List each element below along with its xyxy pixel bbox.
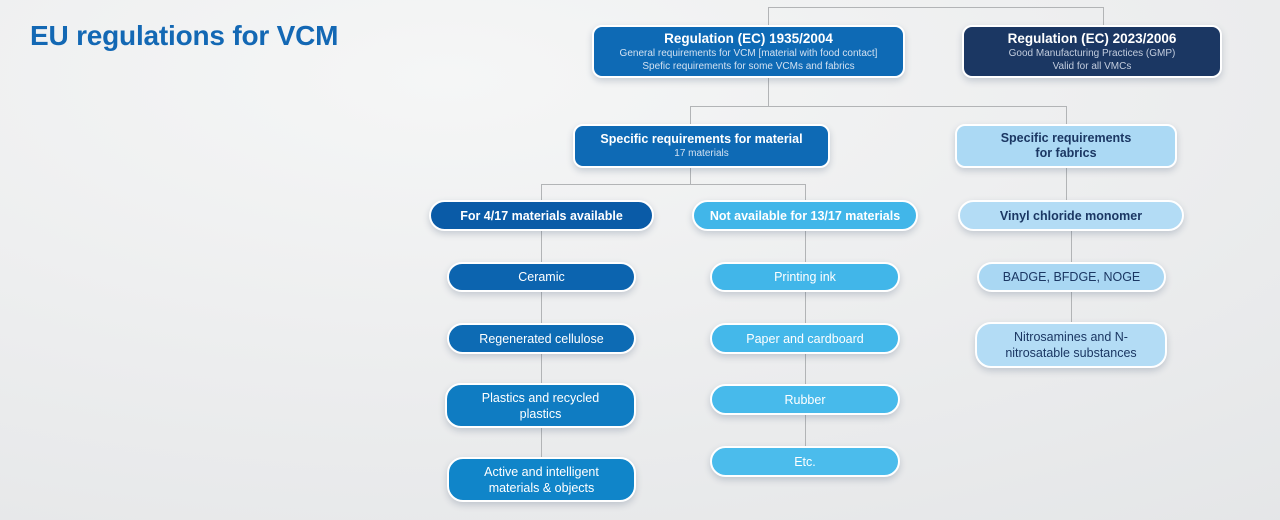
node-subtitle: Good Manufacturing Practices (GMP) [1008,48,1176,59]
node-subtitle: General requirements for VCM [material w… [619,48,878,59]
node-regulation-2023-2006: Regulation (EC) 2023/2006 Good Manufactu… [962,25,1222,78]
connector-line [541,292,542,323]
item-label: Ceramic [518,270,565,284]
node-subtitle: 17 materials [674,148,729,159]
item-label: Printing ink [774,270,836,284]
connector-line [541,184,542,200]
connector-line [1071,292,1072,322]
page-title: EU regulations for VCM [30,20,339,51]
connector-line [768,78,769,107]
node-specific-requirements-material: Specific requirements for material 17 ma… [573,124,830,168]
item-label: Plastics and recycled plastics [481,390,600,421]
connector-line [805,184,806,200]
item-label: BADGE, BFDGE, NOGE [1002,270,1141,284]
connector-line [690,106,691,124]
connector-line [805,354,806,384]
node-regulation-1935-2004: Regulation (EC) 1935/2004 General requir… [592,25,905,78]
node-specific-requirements-fabrics: Specific requirements for fabrics [955,124,1177,168]
connector-line [1066,168,1067,200]
node-title: Regulation (EC) 1935/2004 [664,31,833,46]
connector-line [690,106,1067,107]
node-subtitle: Valid for all VMCs [1052,61,1132,72]
item-badge-bfdge-noge: BADGE, BFDGE, NOGE [977,262,1166,292]
node-title: Regulation (EC) 2023/2006 [1007,31,1177,46]
connector-line [1103,7,1104,25]
column-header-not-available: Not available for 13/17 materials [692,200,918,231]
connector-line [1066,106,1067,124]
column-header-vinyl-chloride-monomer: Vinyl chloride monomer [958,200,1184,231]
item-plastics-recycled-plastics: Plastics and recycled plastics [445,383,636,428]
item-etc: Etc. [710,446,900,477]
column-header-available: For 4/17 materials available [429,200,654,231]
connector-line [690,168,691,185]
connector-line [805,231,806,262]
item-ceramic: Ceramic [447,262,636,292]
item-label: Active and intelligent materials & objec… [484,464,599,495]
column-header-label: Not available for 13/17 materials [709,208,901,223]
node-title: Specific requirements for material [600,132,803,146]
item-label: Rubber [784,392,826,407]
connector-line [805,415,806,446]
item-label: Regenerated cellulose [479,331,604,346]
item-paper-and-cardboard: Paper and cardboard [710,323,900,354]
item-rubber: Rubber [710,384,900,415]
connector-line [541,354,542,383]
item-label: Nitrosamines and N-nitrosatable substanc… [1005,330,1137,360]
column-header-label: For 4/17 materials available [460,208,623,223]
item-label: Paper and cardboard [746,331,864,346]
connector-line [768,7,1104,8]
item-regenerated-cellulose: Regenerated cellulose [447,323,636,354]
item-nitrosamines-substances: Nitrosamines and N-nitrosatable substanc… [975,322,1167,368]
node-title: for fabrics [1035,146,1097,160]
item-label: Etc. [794,454,816,469]
connector-line [805,292,806,323]
connector-line [541,184,805,185]
connector-line [768,7,769,25]
node-title: Specific requirements [1000,131,1132,145]
column-header-label: Vinyl chloride monomer [999,208,1143,223]
item-printing-ink: Printing ink [710,262,900,292]
connector-line [541,231,542,262]
node-subtitle: Spefic requirements for some VCMs and fa… [642,61,855,72]
item-active-intelligent-materials: Active and intelligent materials & objec… [447,457,636,502]
connector-line [541,428,542,457]
connector-line [1071,231,1072,262]
